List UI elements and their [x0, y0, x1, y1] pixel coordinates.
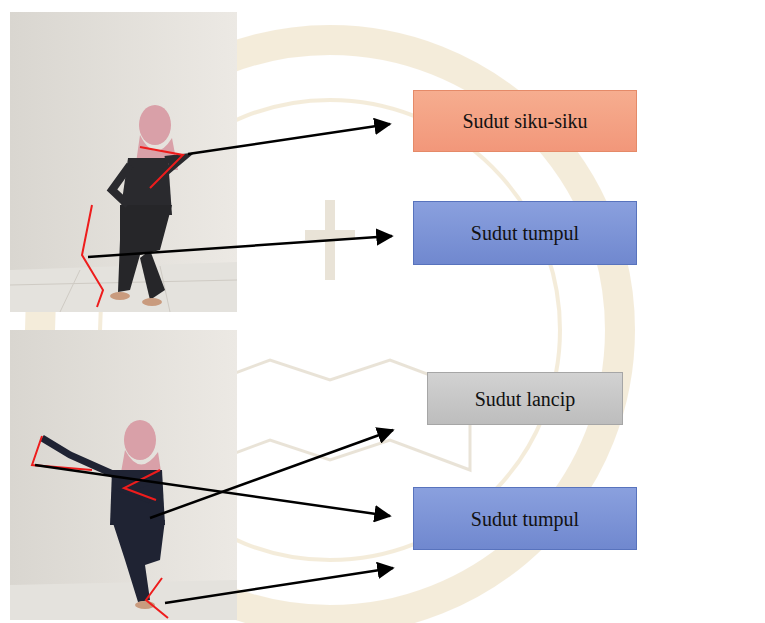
angle-box: Sudut siku-siku [413, 90, 637, 152]
dancer-photo [10, 12, 237, 312]
angle-box: Sudut tumpul [413, 201, 637, 265]
angle-box: Sudut tumpul [413, 487, 637, 550]
pointer-arrow [35, 124, 393, 603]
angle-box: Sudut lancip [427, 372, 623, 425]
angle-label: Sudut tumpul [471, 221, 579, 245]
angle-label: Sudut siku-siku [462, 109, 587, 133]
dancer-photo [10, 330, 237, 620]
angle-label: Sudut lancip [475, 387, 576, 411]
angle-label: Sudut tumpul [471, 507, 579, 531]
